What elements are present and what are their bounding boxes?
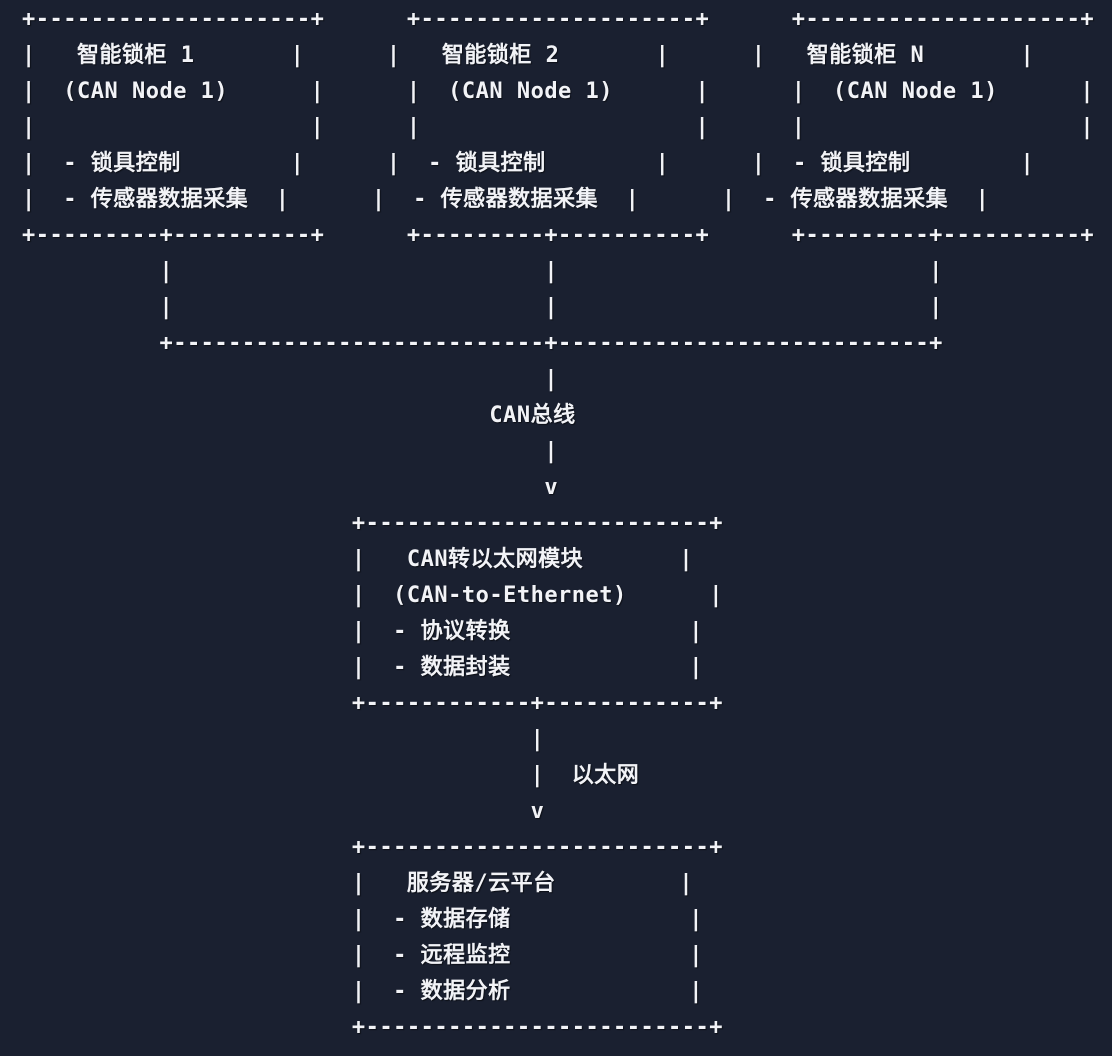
ascii-architecture-diagram: +--------------------+ +----------------… [22, 7, 1095, 1040]
